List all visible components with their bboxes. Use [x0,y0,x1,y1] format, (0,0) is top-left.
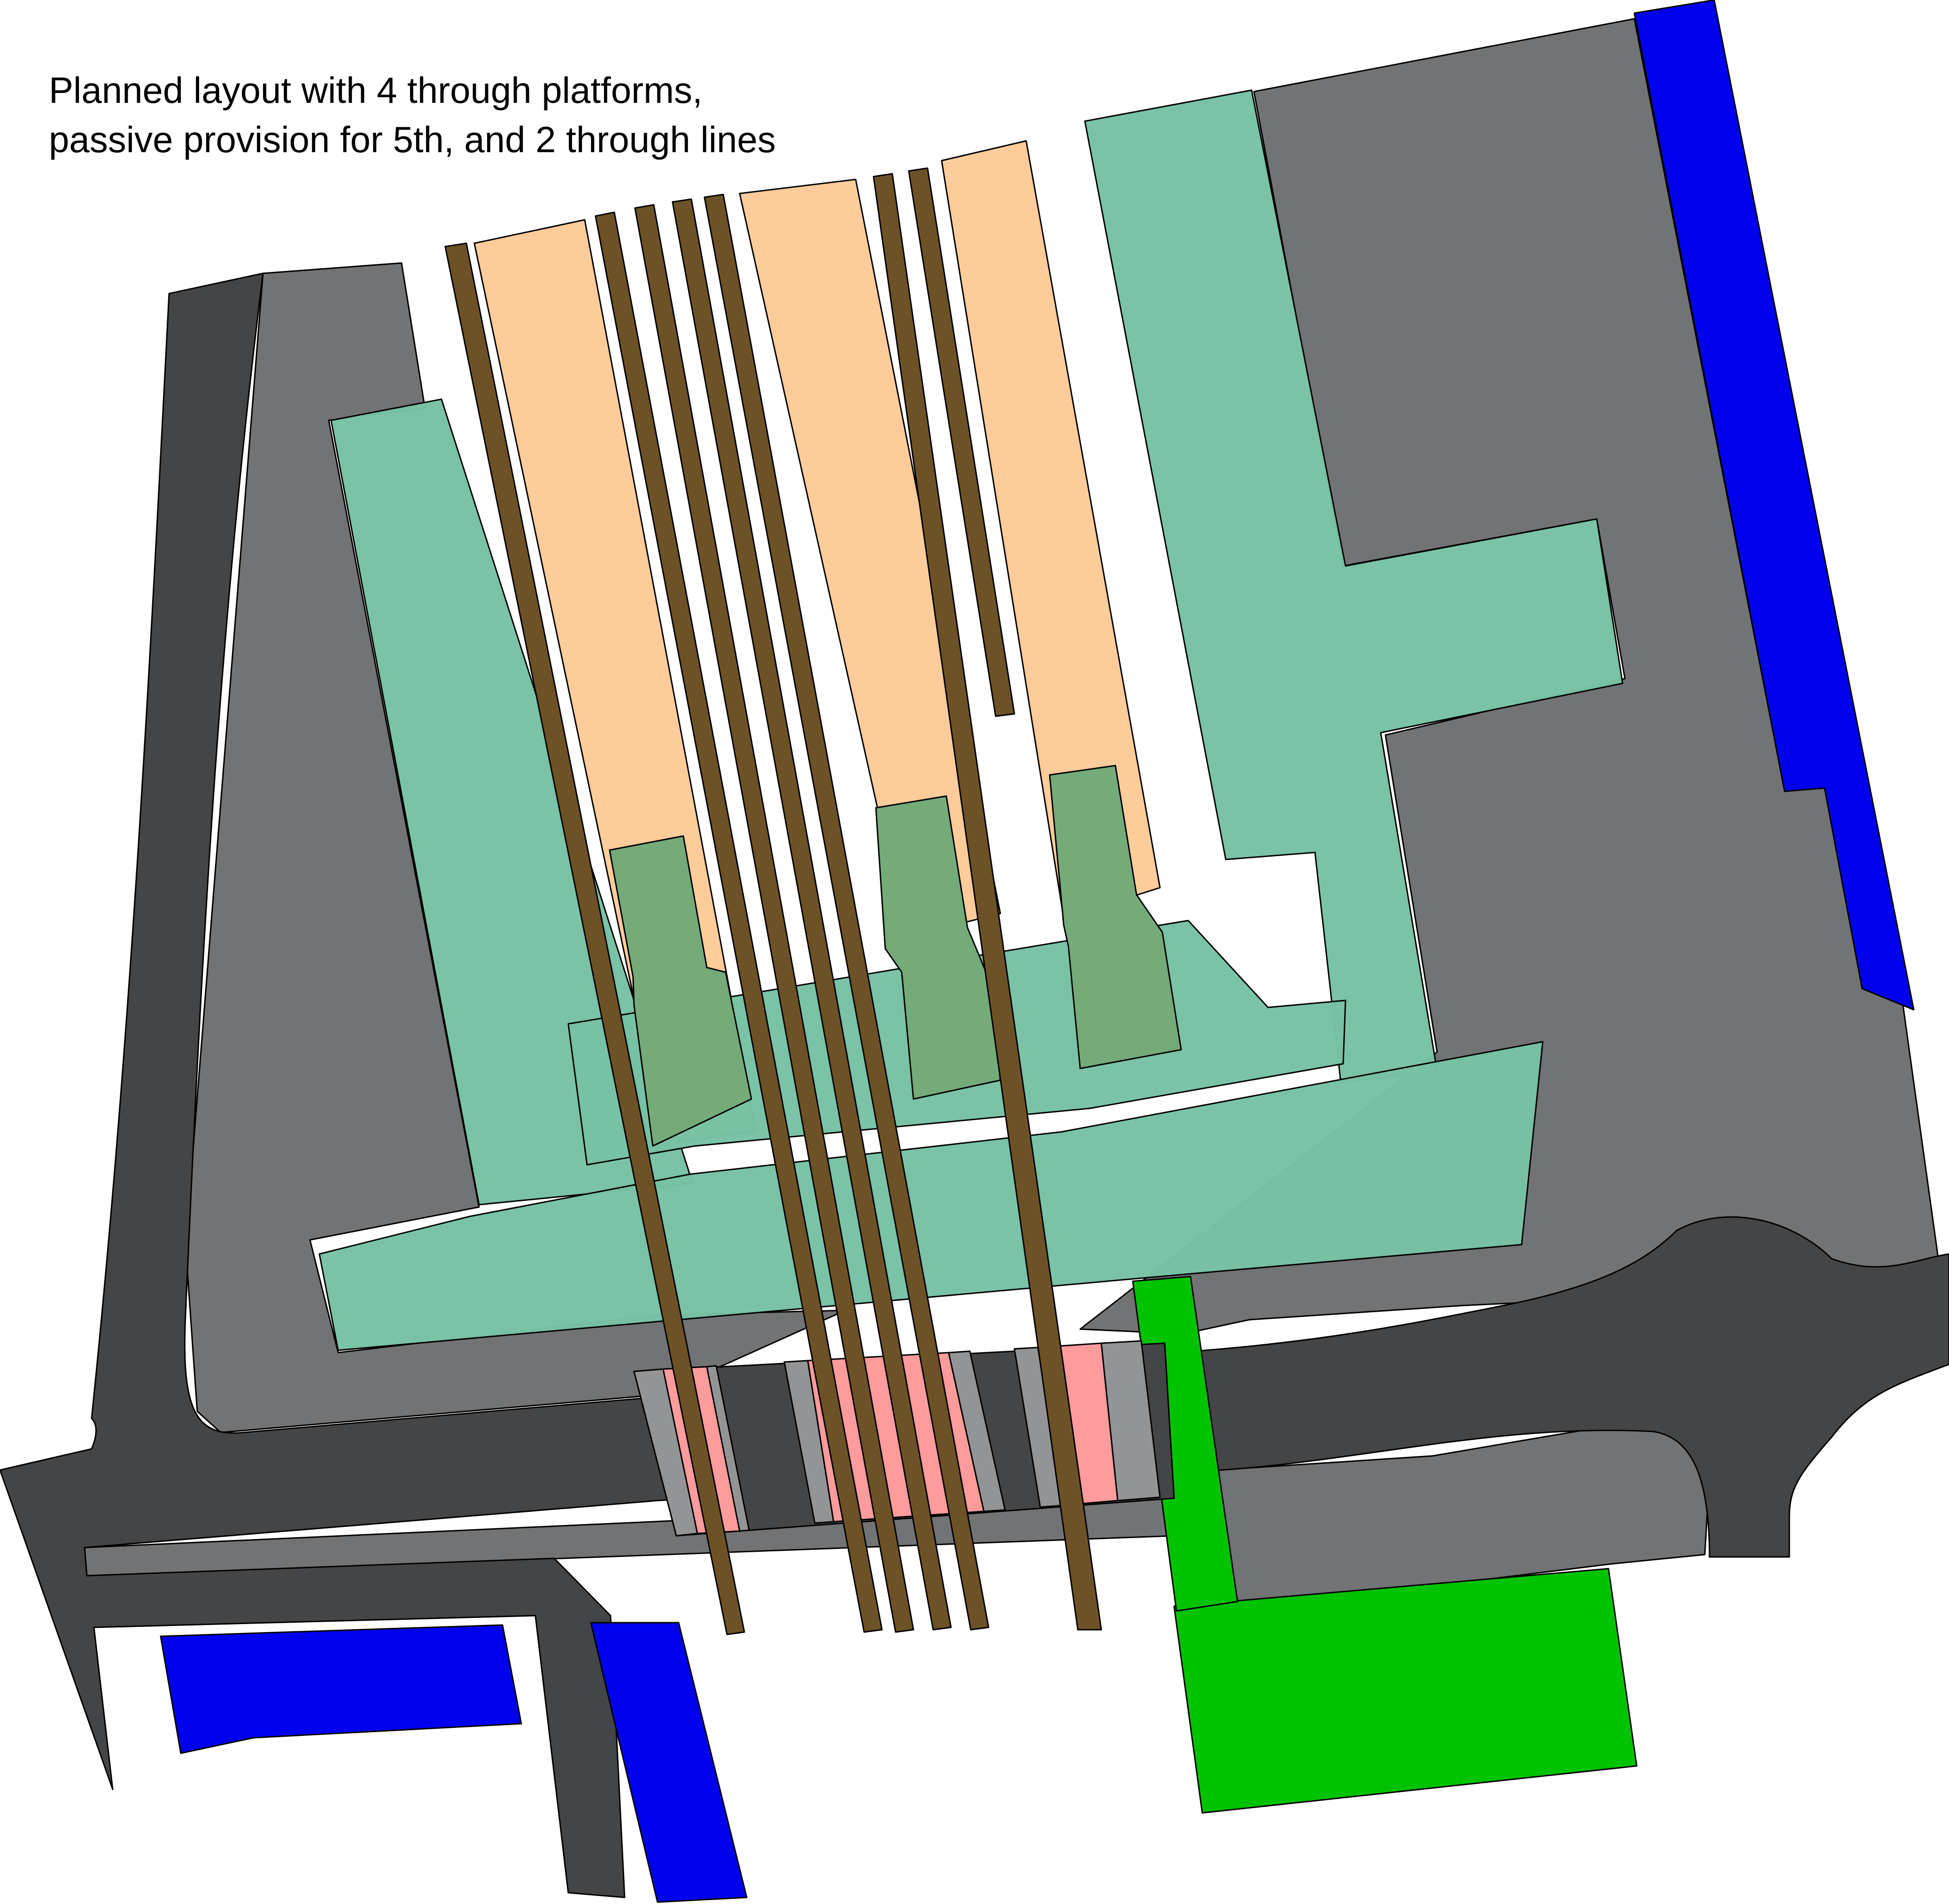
track-2 [595,211,883,1633]
concourse-north-east-block [1084,89,1624,1084]
platform-2-3 [739,178,1001,938]
track-1 [444,242,745,1635]
platform-4-passive [941,140,1161,919]
track-7-passive [908,167,1015,717]
track-5 [704,193,990,1631]
footbridge-span-grey-2 [706,1365,750,1532]
footbridge-span-grey-4 [948,1350,1006,1512]
stair-lift-3 [1049,765,1182,1069]
caption-line-2: passive provision for 5th, and 2 through… [49,119,776,160]
south-buildings [160,1622,748,1903]
track-6 [873,173,1102,1631]
bus-interchange-lower [1173,1568,1638,1814]
road-network [0,272,1949,1898]
tracks [444,167,1102,1635]
track-4 [672,198,952,1631]
caption-line-1: Planned layout with 4 through platforms, [49,70,703,111]
building-east [1633,0,1915,1011]
building-south-middle [590,1622,748,1903]
main-road [0,272,1949,1898]
building-south-west [160,1624,522,1754]
diagram-caption: Planned layout with 4 through platforms,… [49,66,776,164]
vertical-circulation [609,765,1182,1147]
concourse-footbridge [318,1041,1544,1351]
track-3 [634,204,914,1633]
stair-lift-1 [609,835,752,1147]
footbridge-span-grey-6 [1100,1340,1161,1502]
